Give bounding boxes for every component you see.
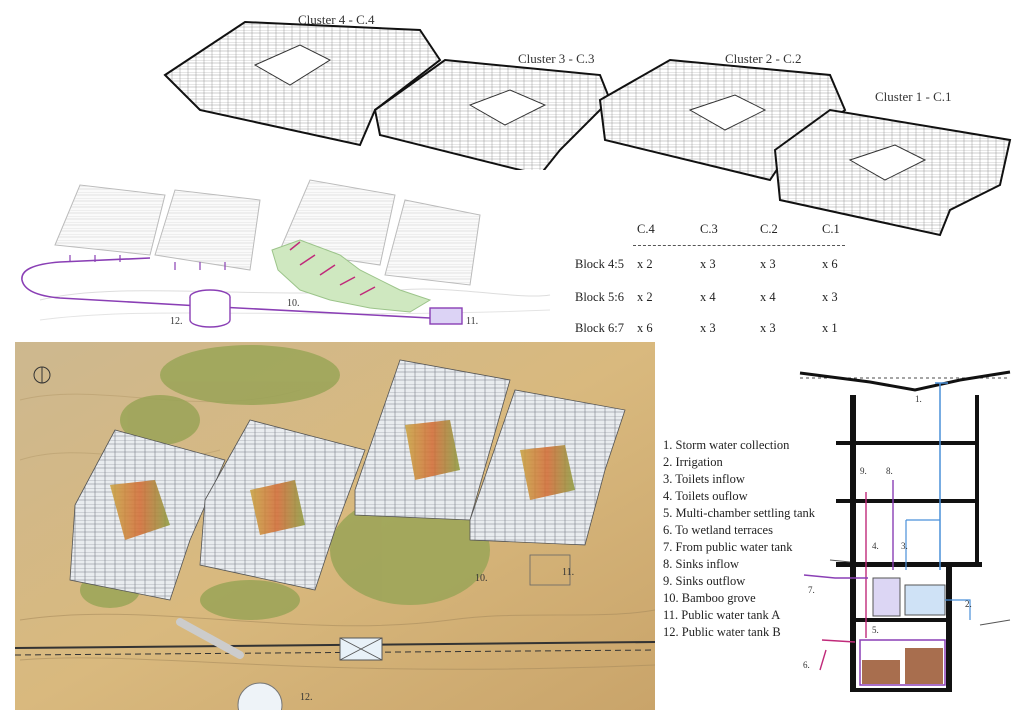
table-cell: x 6 — [637, 321, 653, 335]
table-header-c1: C.1 — [822, 222, 840, 236]
table-cell: x 3 — [760, 321, 776, 335]
toilet-tank-icon — [872, 577, 946, 617]
table-cell: x 3 — [822, 290, 838, 304]
table-row-label: Block 4:5 — [575, 257, 624, 271]
plan-cluster-right — [469, 389, 626, 546]
section-label-1: 1. — [915, 394, 922, 404]
legend-item: 6. To wetland terraces — [663, 523, 773, 537]
table-cell: x 6 — [822, 257, 838, 271]
legend-item: 11. Public water tank A — [663, 608, 781, 622]
cluster-4-label: Cluster 4 - C.4 — [298, 12, 375, 27]
table-cell: x 1 — [822, 321, 838, 335]
section-label-2: 2. — [965, 599, 972, 609]
building-section: 1. 2. 3. 4. 5. 6. 7. 8. 9. — [799, 370, 1011, 692]
cluster-4-model — [163, 20, 442, 147]
section-label-9: 9. — [860, 466, 867, 476]
table-cell: x 3 — [760, 257, 776, 271]
cluster-3-label: Cluster 3 - C.3 — [518, 51, 595, 66]
section-label-6: 6. — [803, 660, 810, 670]
legend-item: 2. Irrigation — [663, 455, 723, 469]
plan-label-11: 11. — [562, 567, 574, 578]
section-label-5: 5. — [872, 625, 879, 635]
schematic-label-10: 10. — [287, 298, 300, 309]
legend-item: 4. Toilets ouflow — [663, 489, 748, 503]
table-divider — [633, 245, 845, 246]
plan-cluster-left — [69, 429, 226, 601]
table-cell: x 4 — [700, 290, 716, 304]
schematic-label-11: 11. — [466, 316, 478, 327]
public-water-tank-a-icon — [429, 307, 463, 325]
public-water-tank-a-plan — [529, 554, 571, 586]
cluster-2-label: Cluster 2 - C.2 — [725, 51, 802, 66]
table-header-c3: C.3 — [700, 222, 718, 236]
section-label-4: 4. — [872, 541, 879, 551]
plan-cluster-mid — [199, 419, 366, 591]
legend-item: 1. Storm water collection — [663, 438, 790, 452]
cluster-1-label: Cluster 1 - C.1 — [875, 89, 952, 104]
purple-pipe — [21, 257, 450, 319]
axonometric-clusters — [163, 20, 1012, 237]
section-label-7: 7. — [808, 585, 815, 595]
table-cell: x 4 — [760, 290, 776, 304]
plan-label-12: 12. — [300, 692, 313, 703]
legend-item: 9. Sinks outflow — [663, 574, 746, 588]
legend-item: 7. From public water tank — [663, 540, 793, 554]
cluster-1-model — [773, 108, 1012, 237]
water-schematic: 10. 11. 12. — [15, 170, 555, 338]
table-row-label: Block 6:7 — [575, 321, 624, 335]
table-cell: x 3 — [700, 257, 716, 271]
table-cell: x 2 — [637, 257, 653, 271]
section-label-3: 3. — [901, 541, 908, 551]
cluster-3-model — [373, 58, 612, 177]
public-water-tank-b-plan — [237, 682, 283, 710]
table-cell: x 3 — [700, 321, 716, 335]
settling-tank-icon — [859, 639, 946, 686]
site-plan: 10. 11. 12. — [15, 342, 655, 710]
legend-item: 3. Toilets inflow — [663, 472, 745, 486]
plan-cluster-upper — [354, 359, 511, 521]
table-header-c2: C.2 — [760, 222, 778, 236]
section-label-8: 8. — [886, 466, 893, 476]
legend-item: 10. Bamboo grove — [663, 591, 756, 605]
legend-item: 5. Multi-chamber settling tank — [663, 506, 816, 520]
plan-label-10: 10. — [475, 573, 488, 584]
legend-item: 12. Public water tank B — [663, 625, 781, 639]
table-header-c4: C.4 — [637, 222, 655, 236]
legend-item: 8. Sinks inflow — [663, 557, 740, 571]
public-water-tank-b-icon — [189, 289, 231, 328]
schematic-label-12: 12. — [170, 316, 183, 327]
table-cell: x 2 — [637, 290, 653, 304]
table-row-label: Block 5:6 — [575, 290, 624, 304]
